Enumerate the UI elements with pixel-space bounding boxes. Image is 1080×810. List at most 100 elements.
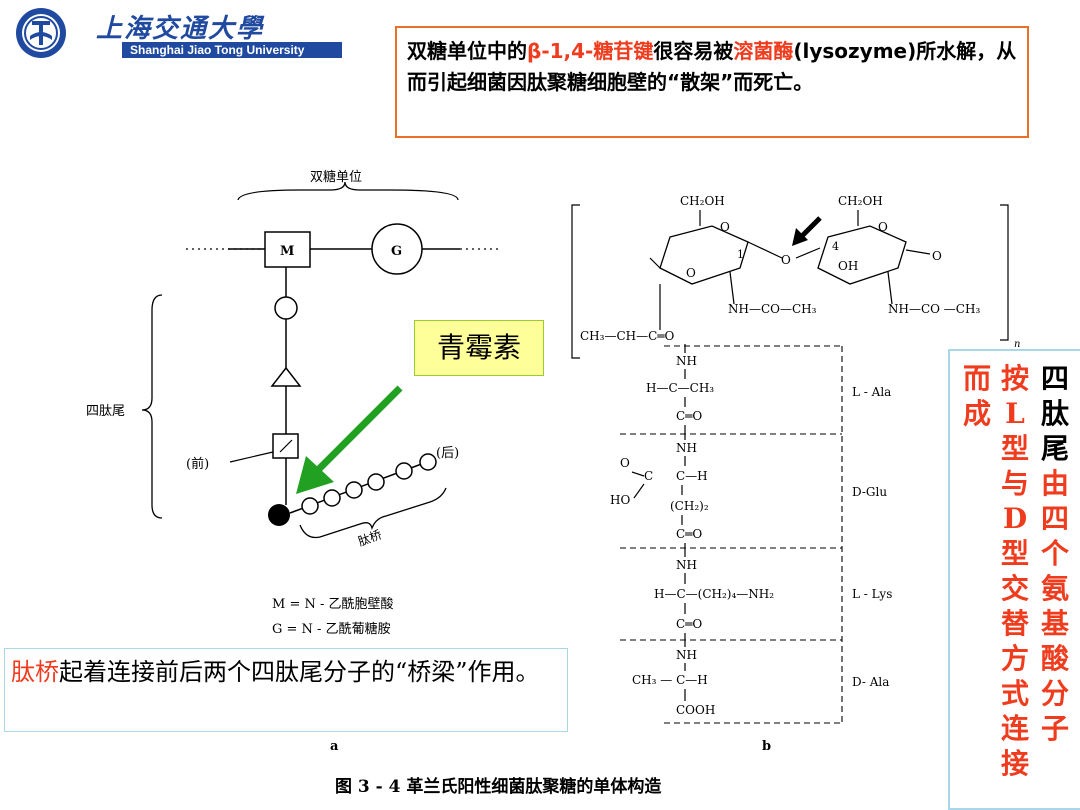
- residue-dividers: [620, 345, 843, 724]
- panel-a-label: a: [330, 739, 339, 754]
- bridge-note: 肽桥起着连接前后两个四肽尾分子的“桥梁”作用。: [4, 648, 568, 732]
- ala1-nh: NH: [676, 354, 697, 368]
- penicillin-label: 青霉素: [414, 320, 544, 376]
- o-right: O: [932, 249, 942, 263]
- label-d-ala: D- Ala: [852, 675, 889, 689]
- bridge-note-text: 起着连接前后两个四肽尾分子的“桥梁”作用。: [59, 658, 540, 686]
- amino-acid-4: [268, 504, 290, 526]
- label-l-lys: L - Lys: [852, 587, 892, 601]
- side-char: 由: [1040, 467, 1069, 500]
- left-bracket: [571, 204, 580, 359]
- oh-group: OH: [838, 259, 858, 273]
- note-enzyme: 溶菌酶: [733, 39, 794, 63]
- ring1-o: O: [720, 220, 730, 234]
- nacetyl-1: NH—CO—CH₃: [728, 302, 817, 316]
- side-char: 连: [1000, 712, 1029, 745]
- side-char: 而: [962, 362, 991, 395]
- peptide-bridge: [301, 453, 437, 515]
- figure-a: 双糖单位 M G 四肽尾 (前) (后): [86, 169, 500, 754]
- university-name-cn: 上海交通大學: [96, 14, 265, 44]
- o-left: O: [686, 266, 696, 280]
- note-bond: β-1,4-糖苷键: [527, 39, 654, 63]
- front-label: (前): [186, 456, 209, 472]
- tetrapeptide-label: 四肽尾: [86, 404, 125, 419]
- university-seal-icon: [16, 8, 66, 58]
- side-char: 按: [1000, 362, 1029, 395]
- side-char: 型: [1000, 432, 1029, 465]
- back-label: (后): [436, 446, 459, 461]
- lys-ch: H—C—(CH₂)₄—NH₂: [654, 587, 774, 601]
- university-logo: 上海交通大學 Shanghai Jiao Tong University: [14, 6, 344, 60]
- side-char: 基: [1040, 607, 1069, 640]
- side-char: L: [1005, 397, 1025, 430]
- ala2-ch: CH₃ — C—H: [632, 673, 708, 687]
- sugar-ring-1: [659, 225, 749, 285]
- university-name-en: Shanghai Jiao Tong University: [122, 42, 342, 58]
- side-char: 四: [1040, 362, 1069, 395]
- tetrapeptide-brace: [141, 294, 163, 519]
- figure-caption: 图 3 - 4 革兰氏阳性细菌肽聚糖的单体构造: [335, 776, 662, 797]
- glu-ch2: (CH₂)₂: [670, 499, 709, 513]
- ala2-cooh: COOH: [676, 703, 715, 717]
- disaccharide-brace: [237, 181, 459, 201]
- legend-g: G = N - 乙酰葡糖胺: [272, 621, 391, 637]
- side-char: 与: [1000, 467, 1029, 500]
- side-char: 分: [1040, 677, 1069, 710]
- carbon-4: 4: [832, 240, 839, 253]
- ring2-o: O: [878, 220, 888, 234]
- lysozyme-note: 双糖单位中的β-1,4-糖苷键很容易被溶菌酶(lysozyme)所水解，从而引起…: [395, 26, 1029, 138]
- nacetyl-2: NH—CO —CH₃: [888, 302, 980, 316]
- lactyl-group: CH₃—CH—C═O: [580, 329, 675, 343]
- side-char: 氨: [1040, 572, 1069, 605]
- ch2oh-1: CH₂OH: [680, 194, 725, 208]
- disaccharide-label: 双糖单位: [310, 169, 362, 185]
- label-l-ala: L - Ala: [852, 385, 891, 399]
- tetrapeptide-side-note: 而 成 按 L 型 与 D 型 交 替 方 式 连 接 四 肽 尾 由 四 个 …: [948, 349, 1080, 810]
- bridge-note-hl: 肽桥: [11, 658, 59, 686]
- bridge-brace: [299, 487, 447, 539]
- g-label: G: [391, 244, 402, 259]
- ala1-ch: H—C—CH₃: [646, 381, 714, 395]
- m-label: M: [280, 244, 294, 259]
- penicillin-arrow: [296, 385, 403, 494]
- glu-c: C: [644, 469, 653, 483]
- glu-o: O: [620, 456, 630, 470]
- side-col-3: 四 肽 尾 由 四 个 氨 基 酸 分 子: [1036, 361, 1074, 746]
- side-char: 酸: [1040, 642, 1069, 675]
- carbon-1: 1: [737, 248, 744, 261]
- note-text-2: 很容易被: [653, 39, 734, 63]
- ch2oh-2: CH₂OH: [838, 194, 883, 208]
- lys-nh: NH: [676, 558, 697, 572]
- panel-b-label: b: [762, 739, 771, 754]
- side-char: 个: [1040, 537, 1069, 570]
- side-char: 交: [1000, 572, 1029, 605]
- side-char: 尾: [1040, 432, 1069, 465]
- label-d-glu: D-Glu: [852, 485, 887, 499]
- sugar-ring-2: [817, 225, 907, 285]
- glycosidic-o: O: [781, 253, 791, 267]
- right-bracket: [1000, 204, 1009, 341]
- side-char: 式: [1000, 677, 1029, 710]
- side-char: 替: [1000, 607, 1029, 640]
- ala1-co: C═O: [676, 409, 702, 423]
- side-char: 方: [1000, 642, 1029, 675]
- glu-ho: HO: [610, 493, 630, 507]
- note-text-3: (lysozyme)所水解，从而引起细菌因肽聚糖细胞壁的“散架”而死亡。: [407, 39, 1017, 94]
- side-char: 接: [1000, 747, 1029, 780]
- side-char: 型: [1000, 537, 1029, 570]
- ala2-nh: NH: [676, 648, 697, 662]
- amino-acid-2: [270, 366, 302, 387]
- side-col-2: 按 L 型 与 D 型 交 替 方 式 连 接: [996, 361, 1034, 781]
- m-unit: [264, 231, 311, 268]
- bridge-label: 肽桥: [356, 527, 384, 549]
- side-char: 成: [962, 397, 991, 430]
- side-char: 四: [1040, 502, 1069, 535]
- glu-co: C═O: [676, 527, 702, 541]
- amino-acid-1: [274, 296, 298, 320]
- side-char: 子: [1040, 712, 1069, 745]
- side-char: D: [1002, 502, 1028, 535]
- cleavage-arrow-icon: [792, 228, 808, 246]
- figure-b: n CH₂OH CH₂OH O O O 1 4 O OH O NH—CO—CH₃…: [571, 194, 1020, 754]
- glu-ch: C—H: [676, 469, 708, 483]
